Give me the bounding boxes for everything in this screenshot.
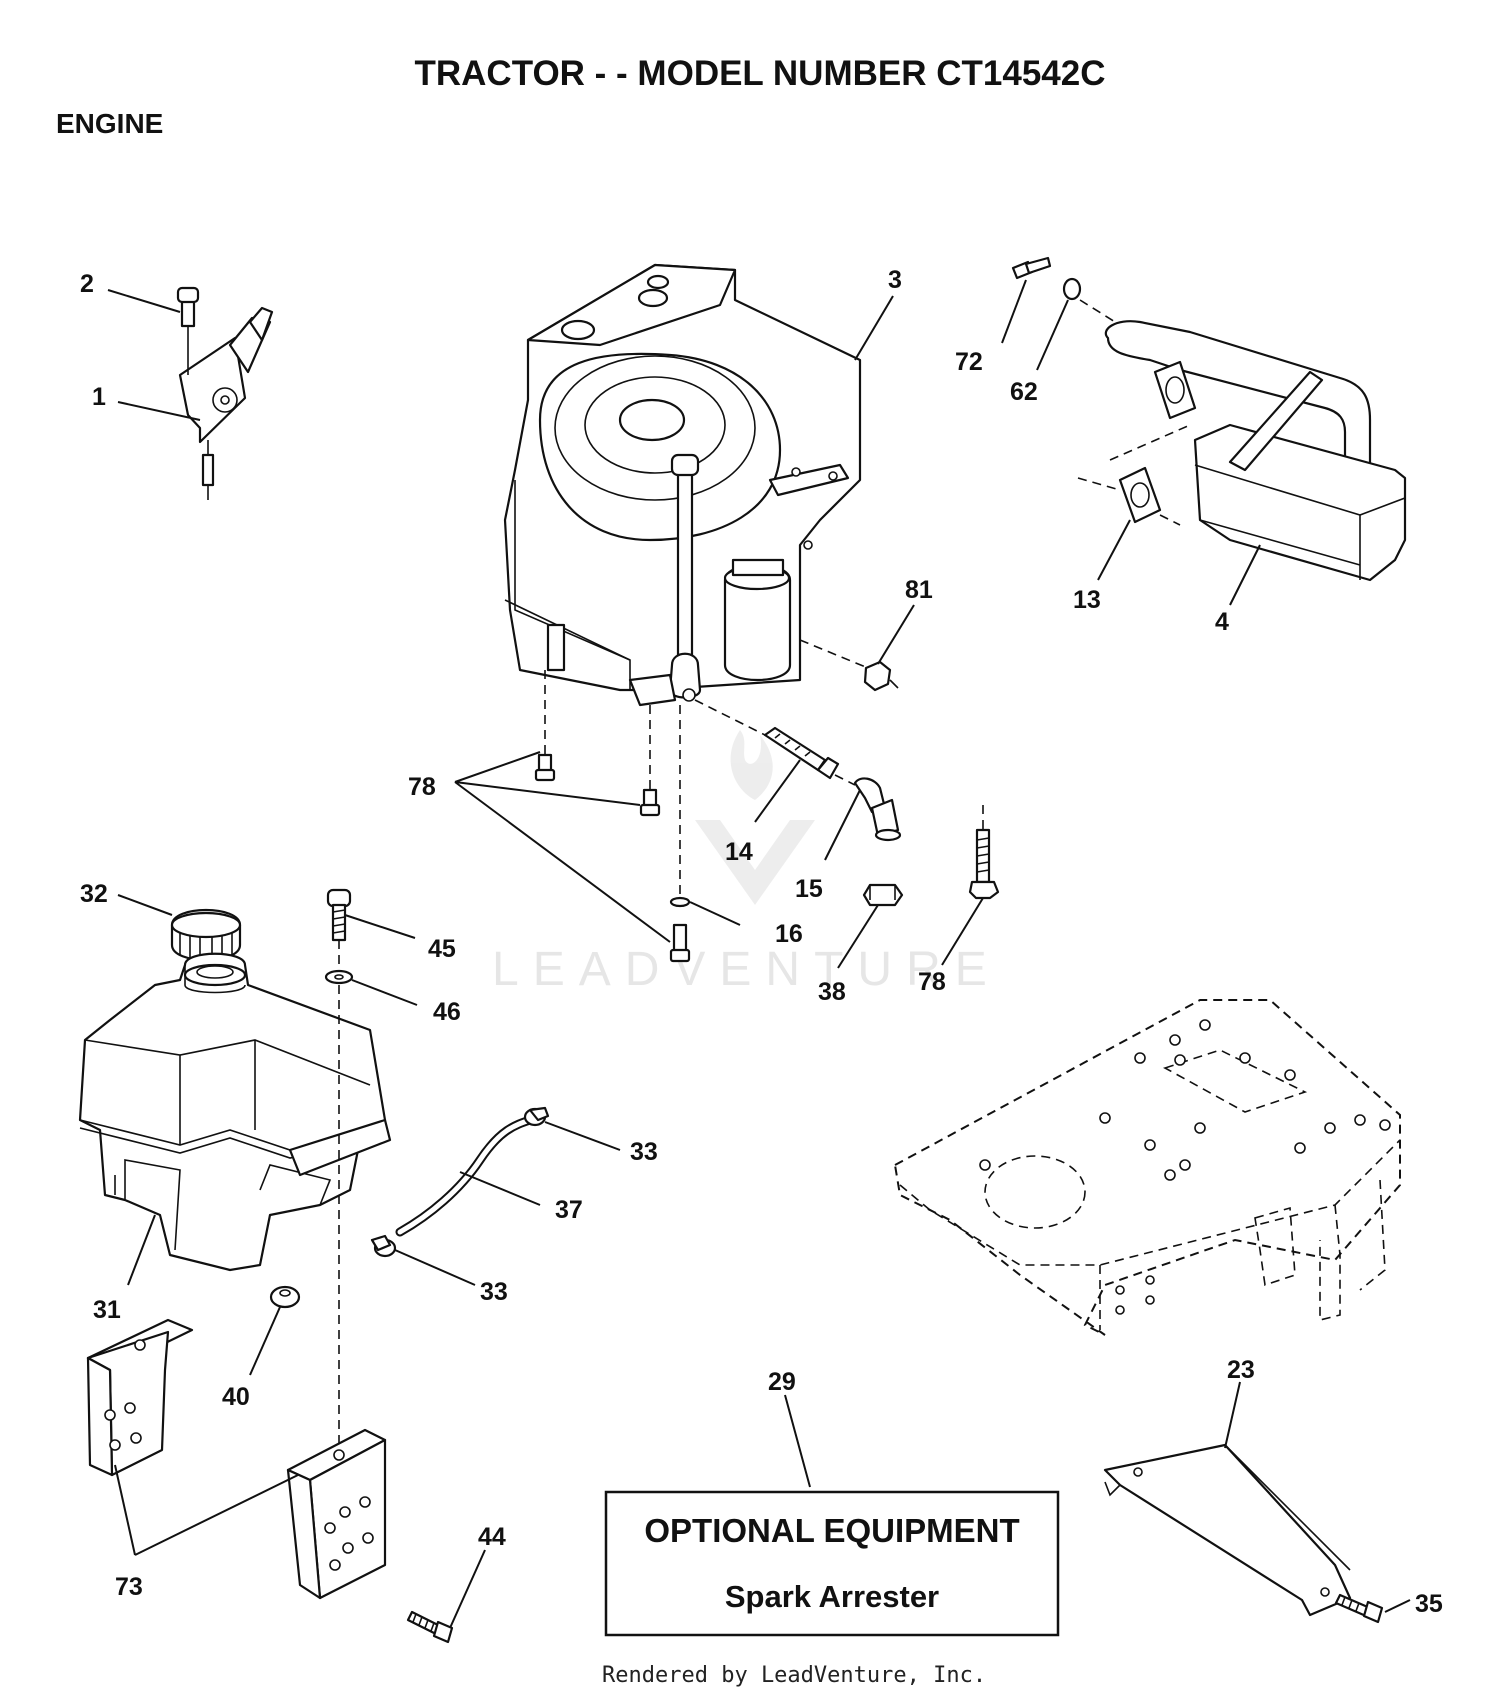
optional-equipment-subtitle: Spark Arrester — [725, 1579, 939, 1614]
callout-1: 1 — [92, 383, 106, 411]
callout-4: 4 — [1215, 608, 1229, 636]
part-fuel-line — [370, 1106, 550, 1258]
callout-33-upper: 33 — [630, 1138, 658, 1166]
part-engine — [503, 263, 862, 707]
part-muffler — [1011, 256, 1407, 582]
callout-31: 31 — [93, 1296, 121, 1324]
part-frame — [893, 999, 1401, 1336]
part-tank-brackets — [86, 1318, 387, 1600]
page-title: TRACTOR - - MODEL NUMBER CT14542C — [415, 54, 1106, 93]
callout-78-right: 78 — [918, 968, 946, 996]
optional-equipment-box: OPTIONAL EQUIPMENT Spark Arrester — [604, 1490, 1060, 1637]
callout-3: 3 — [888, 266, 902, 294]
callout-38: 38 — [818, 978, 846, 1006]
callout-23: 23 — [1227, 1356, 1255, 1384]
leader-lines — [107, 279, 1411, 1629]
watermark: LEADVENTURE — [492, 730, 1001, 996]
callout-78-left: 78 — [408, 773, 436, 801]
callout-62: 62 — [1010, 378, 1038, 406]
callout-35: 35 — [1415, 1590, 1443, 1618]
callout-16: 16 — [775, 920, 803, 948]
part-throttle-control — [176, 286, 274, 500]
section-title: ENGINE — [56, 108, 163, 139]
part-nut-81 — [799, 639, 899, 692]
callout-72: 72 — [955, 348, 983, 376]
watermark-text: LEADVENTURE — [492, 943, 1001, 996]
callout-81: 81 — [905, 576, 933, 604]
part-screw-44 — [406, 1610, 454, 1644]
part-grommet — [269, 1285, 301, 1309]
part-engine-bolts — [534, 670, 1000, 963]
callout-15: 15 — [795, 875, 823, 903]
callouts: 2 1 3 72 62 13 4 81 78 14 15 16 38 78 32… — [80, 266, 1443, 1618]
part-fuel-cap — [170, 909, 242, 962]
part-tank-screw — [324, 888, 354, 1445]
part-spark-arrester — [1103, 1443, 1384, 1624]
footer-credit: Rendered by LeadVenture, Inc. — [602, 1663, 986, 1688]
callout-46: 46 — [433, 998, 461, 1026]
callout-44: 44 — [478, 1523, 506, 1551]
callout-45: 45 — [428, 935, 456, 963]
callout-40: 40 — [222, 1383, 250, 1411]
part-oil-drain — [694, 699, 902, 842]
callout-37: 37 — [555, 1196, 583, 1224]
callout-33-lower: 33 — [480, 1278, 508, 1306]
callout-73: 73 — [115, 1573, 143, 1601]
callout-2: 2 — [80, 270, 94, 298]
callout-13: 13 — [1073, 586, 1101, 614]
optional-equipment-title: OPTIONAL EQUIPMENT — [644, 1512, 1019, 1549]
callout-32: 32 — [80, 880, 108, 908]
callout-14: 14 — [725, 838, 753, 866]
callout-29: 29 — [768, 1368, 796, 1396]
part-fuel-tank — [78, 952, 392, 1272]
